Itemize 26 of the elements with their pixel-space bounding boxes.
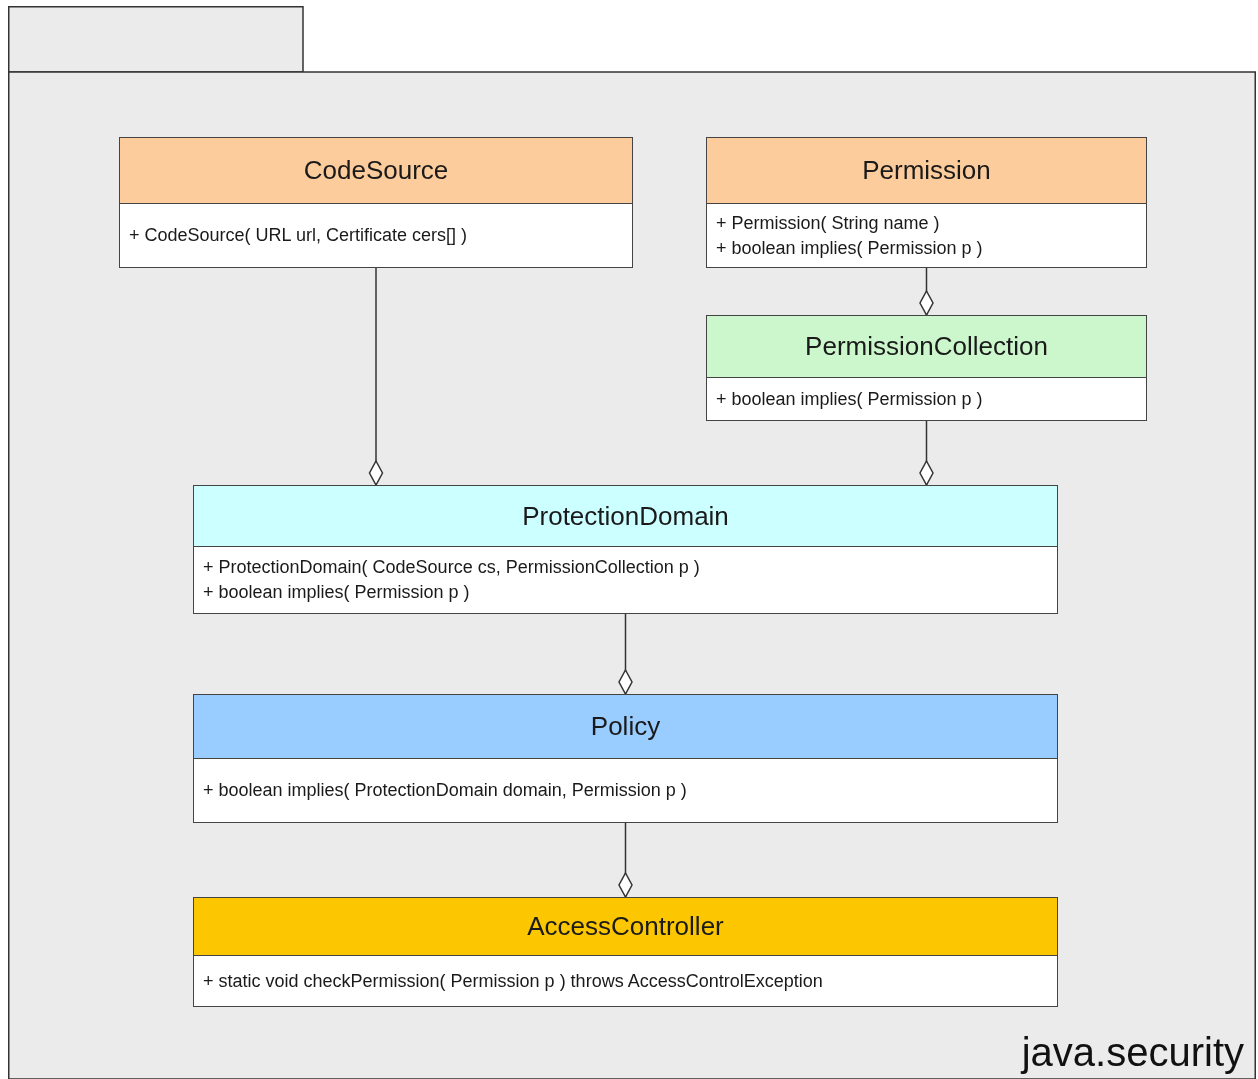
class-box xyxy=(706,137,1147,268)
method-signature: + boolean implies( ProtectionDomain domain, Permission p ) xyxy=(203,779,688,802)
class-name: PermissionCollection xyxy=(805,331,1048,362)
method-signature: + boolean implies( Permission p ) xyxy=(203,581,471,604)
method-signature: + boolean implies( Permission p ) xyxy=(716,236,984,260)
class-name: Permission xyxy=(862,155,991,186)
method-signature: + static void checkPermission( Permission p ) throws AccessControlException xyxy=(203,969,824,993)
aggregation-line xyxy=(618,822,633,898)
class-name: AccessController xyxy=(527,911,724,942)
aggregation-line xyxy=(618,613,633,695)
class-name: ProtectionDomain xyxy=(522,500,729,532)
method-signature: + CodeSource( URL url, Certificate cers[] ) xyxy=(129,224,468,247)
package-name: java.security xyxy=(1021,1030,1244,1075)
aggregation-line xyxy=(919,267,934,316)
class-box xyxy=(193,694,1058,823)
class-box xyxy=(119,137,633,268)
method-signature: + boolean implies( Permission p ) xyxy=(716,387,984,411)
class-box xyxy=(706,315,1147,421)
aggregation-line xyxy=(919,420,934,486)
class-box xyxy=(193,485,1058,614)
class-name: Policy xyxy=(590,711,661,742)
class-box xyxy=(193,897,1058,1007)
class-name: CodeSource xyxy=(303,155,449,186)
aggregation-line xyxy=(368,267,384,486)
method-signature: + ProtectionDomain( CodeSource cs, PermissionCollection p ) xyxy=(203,556,701,579)
method-signature: + Permission( String name ) xyxy=(716,211,941,235)
